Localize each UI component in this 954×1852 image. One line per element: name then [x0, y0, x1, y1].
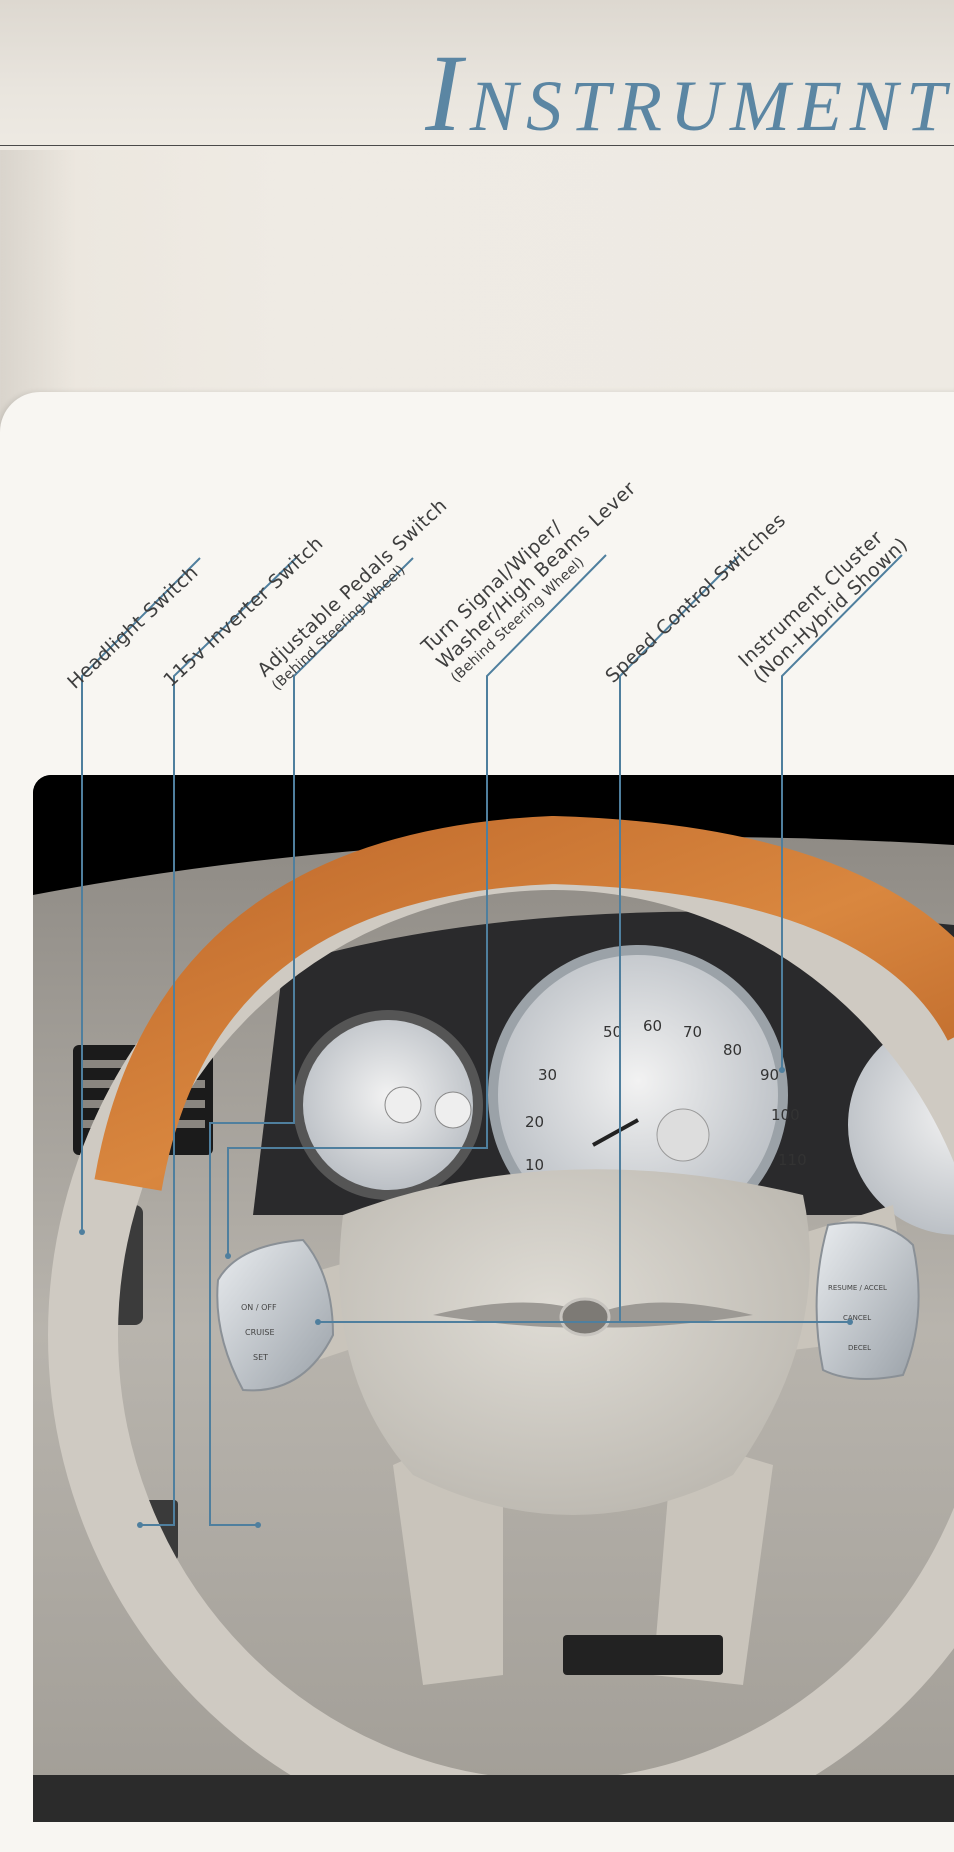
page-title-rest: NSTRUMENT	[469, 66, 954, 146]
dashboard-illustration: 10 20 30 50 60 70 80 90 100 110 120	[33, 775, 954, 1822]
right-speed-control-pad: RESUME / ACCEL CANCEL DECEL	[815, 1221, 920, 1380]
right-pad-label-2: CANCEL	[843, 1314, 871, 1322]
speed-tick-100: 100	[771, 1106, 800, 1124]
page-title-initial: I	[425, 32, 470, 154]
footwell	[33, 1775, 954, 1822]
steering-wheel-hub	[339, 1169, 810, 1515]
speed-tick-50: 50	[603, 1023, 622, 1041]
right-pad-label-1: RESUME / ACCEL	[828, 1284, 887, 1292]
header-band	[0, 0, 954, 150]
speed-tick-60: 60	[643, 1017, 662, 1035]
speed-tick-70: 70	[683, 1023, 702, 1041]
left-pad-label-1: ON / OFF	[241, 1303, 277, 1312]
speed-tick-30: 30	[538, 1066, 557, 1084]
lower-console-switch	[563, 1635, 723, 1675]
speed-tick-90: 90	[760, 1066, 779, 1084]
left-pad-label-3: SET	[253, 1353, 268, 1362]
page-title: INSTRUMENT	[425, 38, 954, 148]
speed-tick-20: 20	[525, 1113, 544, 1131]
title-rule	[0, 145, 954, 146]
speed-tick-80: 80	[723, 1041, 742, 1059]
speed-tick-110: 110	[778, 1151, 807, 1169]
dashboard-photo: 10 20 30 50 60 70 80 90 100 110 120	[33, 775, 954, 1822]
left-pad-label-2: CRUISE	[245, 1328, 275, 1337]
lower-right-spoke	[653, 1435, 773, 1685]
right-pad-label-3: DECEL	[848, 1344, 871, 1352]
